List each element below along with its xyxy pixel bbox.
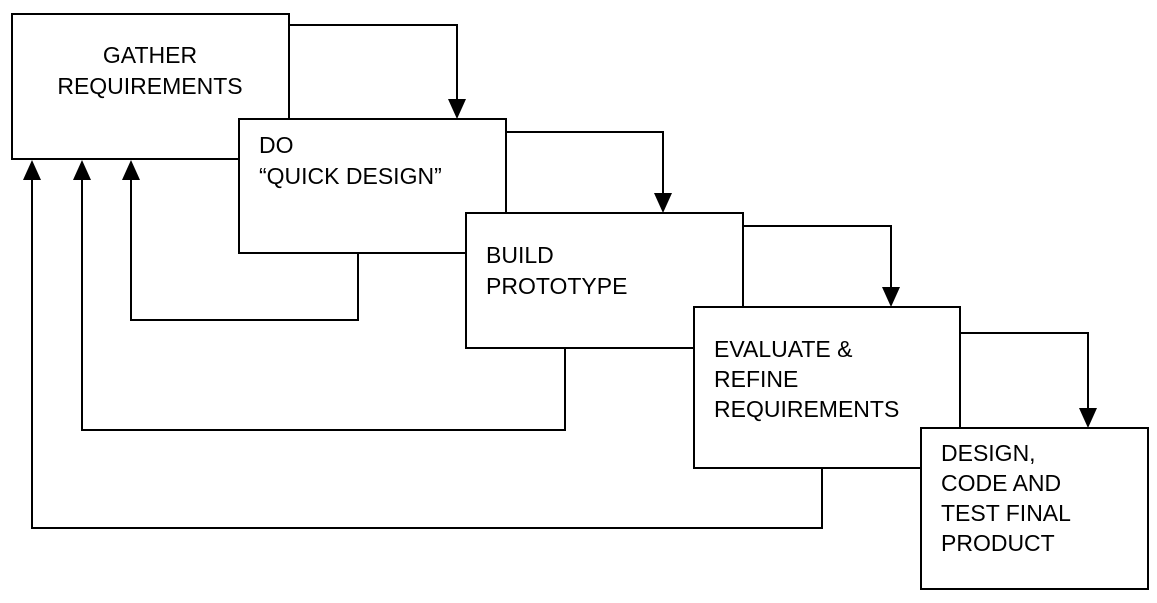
forward-connector-line	[506, 131, 664, 195]
step-quick-design: DO “QUICK DESIGN”	[238, 118, 507, 254]
forward-arrow-quick-design-to-build	[506, 131, 672, 213]
feedback-arrow-build-to-gather	[73, 160, 566, 431]
forward-connector-line	[743, 225, 892, 289]
step-label-line: PRODUCT	[941, 530, 1055, 556]
step-final: DESIGN, CODE AND TEST FINAL PRODUCT	[920, 427, 1149, 590]
step-label-line: REFINE	[714, 366, 798, 392]
step-label-line: REQUIREMENTS	[57, 73, 242, 99]
feedback-connector-line	[81, 177, 566, 431]
step-box	[238, 118, 507, 254]
step-box	[920, 427, 1149, 590]
step-label-line: BUILD	[486, 242, 554, 268]
arrowhead-up-icon	[122, 160, 140, 180]
feedback-arrow-evaluate-to-gather	[23, 160, 823, 529]
forward-arrow-evaluate-to-final	[960, 332, 1097, 428]
step-label-line: “QUICK DESIGN”	[259, 163, 442, 189]
forward-connector-line	[289, 24, 458, 101]
step-label-line: GATHER	[103, 42, 197, 68]
process-steps: GATHER REQUIREMENTS DO “QUICK DESIGN” BUILD P…	[11, 13, 1149, 590]
arrowhead-down-icon	[654, 193, 672, 213]
step-box	[693, 306, 961, 469]
arrowhead-down-icon	[1079, 408, 1097, 428]
step-label-line: DESIGN,	[941, 440, 1036, 466]
step-label-line: REQUIREMENTS	[714, 396, 899, 422]
step-label-line: EVALUATE &	[714, 336, 852, 362]
arrowhead-up-icon	[73, 160, 91, 180]
feedback-connector-line	[130, 177, 359, 321]
step-label-line: PROTOTYPE	[486, 273, 627, 299]
feedback-arrow-quick-design-to-gather	[122, 160, 359, 321]
flow-connectors	[23, 24, 1097, 529]
arrowhead-down-icon	[448, 99, 466, 119]
arrowhead-down-icon	[882, 287, 900, 307]
forward-connector-line	[960, 332, 1089, 410]
step-label-line: TEST FINAL	[941, 500, 1071, 526]
step-evaluate: EVALUATE & REFINE REQUIREMENTS	[693, 306, 961, 469]
arrowhead-up-icon	[23, 160, 41, 180]
feedback-connector-line	[31, 177, 823, 529]
forward-arrow-gather-to-quick-design	[289, 24, 466, 119]
step-label-line: CODE AND	[941, 470, 1061, 496]
step-label-line: DO	[259, 132, 294, 158]
forward-arrow-build-to-evaluate	[743, 225, 900, 307]
